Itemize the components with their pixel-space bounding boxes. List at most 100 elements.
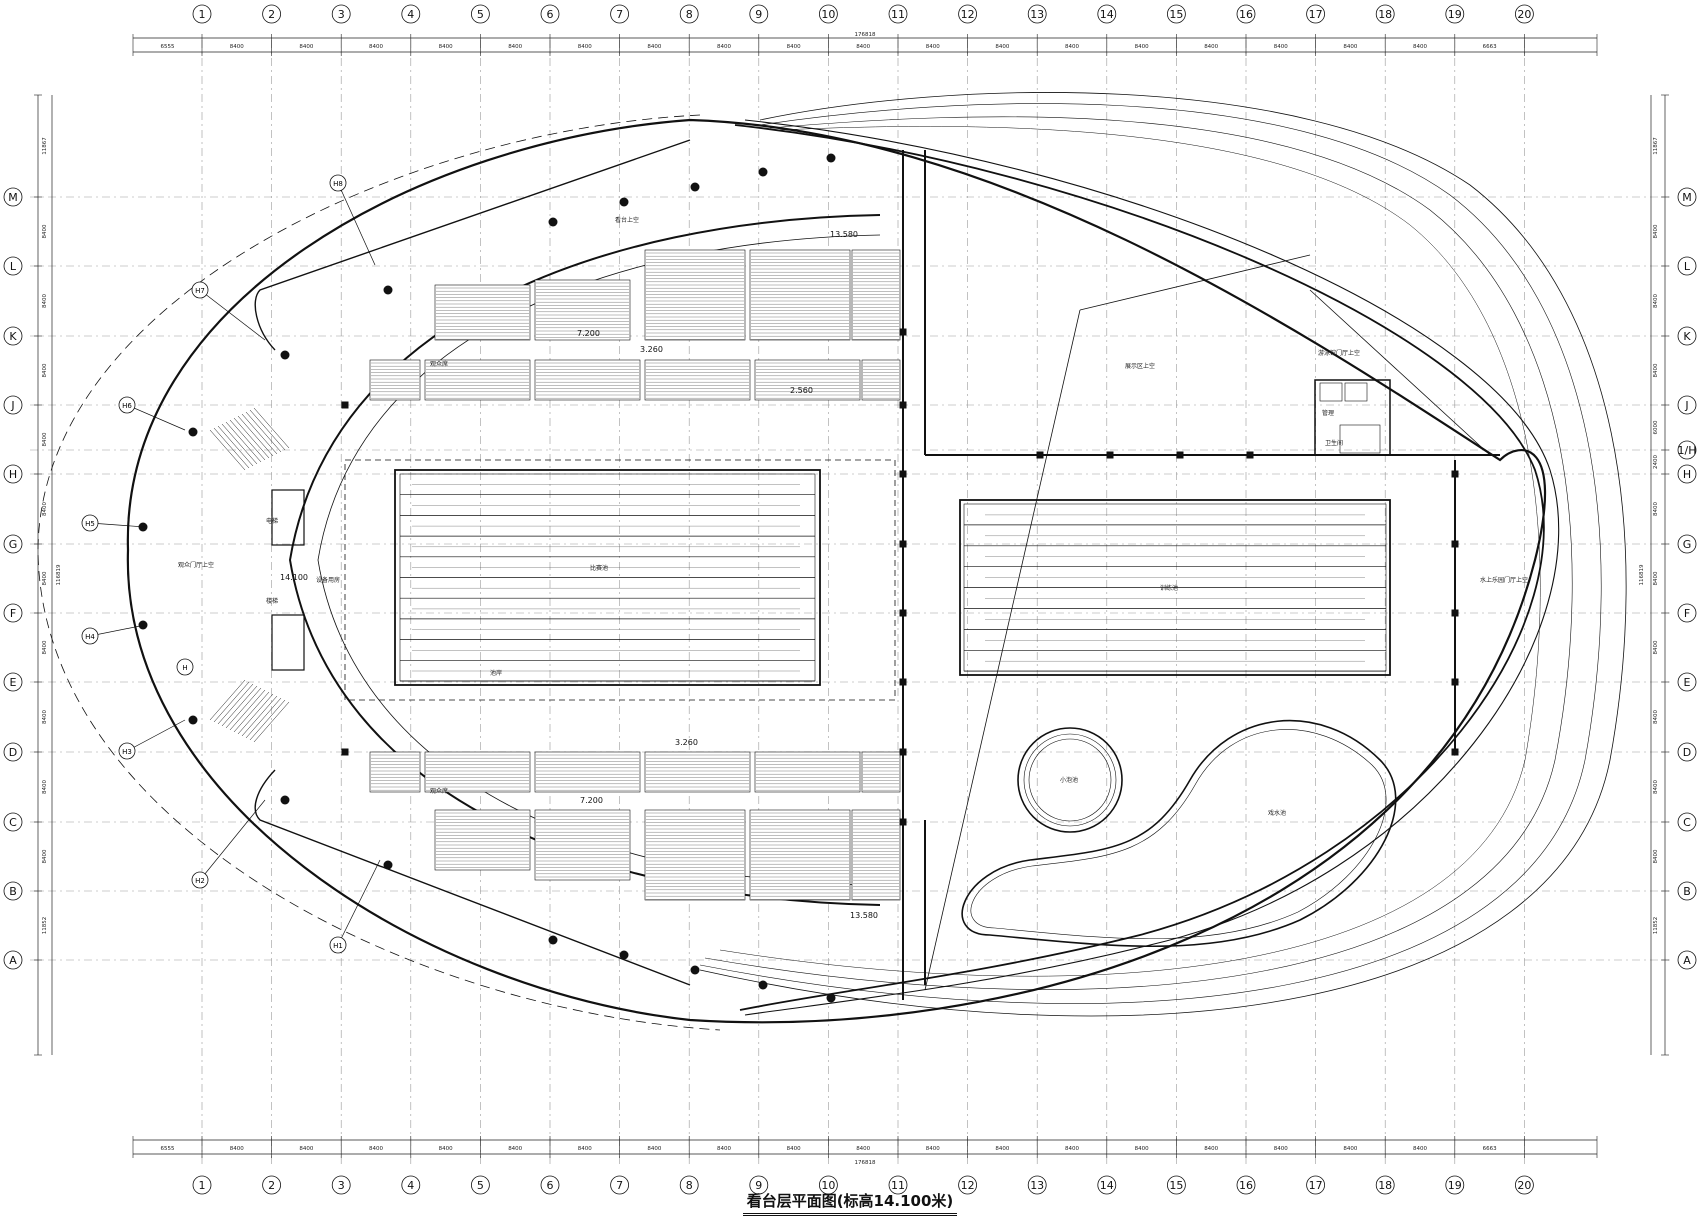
axis-label-col-16: 16 bbox=[1239, 8, 1253, 21]
dim-spacing: 8400 bbox=[230, 44, 244, 50]
axis-label-col-11: 11 bbox=[891, 1179, 905, 1192]
label-equipment: 设备用房 bbox=[316, 576, 340, 584]
drawing-title: 看台层平面图(标高14.100米) bbox=[0, 1190, 1700, 1216]
axis-bubble-row-L bbox=[3, 256, 23, 276]
axis-bubble-col-20 bbox=[1515, 4, 1534, 24]
dim-total-height: 116819 bbox=[56, 564, 62, 585]
seat-block bbox=[644, 751, 751, 793]
column-round bbox=[548, 217, 558, 227]
axis-bubble-col-13 bbox=[1027, 4, 1047, 24]
roof-outline-outer bbox=[699, 92, 1627, 1017]
column-square bbox=[1451, 470, 1459, 478]
axis-label-col-6: 6 bbox=[547, 8, 554, 21]
column-round bbox=[383, 860, 393, 870]
axis-bubble-row-H bbox=[1677, 464, 1697, 484]
dim-vertical: 8400 bbox=[42, 780, 48, 794]
axis-label-row-J: J bbox=[1684, 399, 1688, 412]
concourse-bottom bbox=[254, 769, 691, 986]
elev-lower-mid: 3.260 bbox=[675, 738, 698, 747]
seat-block bbox=[861, 359, 901, 401]
axis-bubble-col-18 bbox=[1375, 4, 1395, 24]
elev-lower-small: 7.200 bbox=[580, 796, 603, 805]
ellipse-band-b bbox=[744, 119, 1560, 1016]
seat-block bbox=[749, 249, 851, 341]
column-round bbox=[188, 715, 198, 725]
column-square bbox=[1036, 451, 1044, 459]
dim-spacing: 8400 bbox=[1065, 44, 1079, 50]
axis-label-row-1/H: 1/H bbox=[1678, 444, 1697, 457]
axis-label-col-13: 13 bbox=[1030, 8, 1044, 21]
label-lobby-void: 观众门厅上空 bbox=[178, 561, 214, 569]
concourse-top bbox=[254, 139, 691, 351]
seat-block bbox=[754, 359, 861, 401]
axis-label-col-19: 19 bbox=[1448, 8, 1462, 21]
axis-bubble-col-17 bbox=[1306, 1175, 1325, 1195]
seat-block bbox=[534, 809, 631, 881]
axis-label-col-20: 20 bbox=[1517, 1179, 1531, 1192]
seat-block bbox=[369, 751, 421, 793]
axis-bubble-col-20 bbox=[1515, 1175, 1534, 1195]
axis-bubble-col-15 bbox=[1167, 1175, 1186, 1195]
axis-label-row-E: E bbox=[1684, 676, 1691, 689]
dim-spacing: 8400 bbox=[856, 1146, 870, 1152]
axis-label-row-G: G bbox=[9, 538, 18, 551]
axis-bubble-row-G bbox=[1677, 534, 1697, 554]
dim-spacing: 6663 bbox=[1483, 1146, 1497, 1152]
dim-spacing: 8400 bbox=[787, 44, 801, 50]
dim-vertical: 8400 bbox=[42, 502, 48, 516]
dim-spacing: 8400 bbox=[1135, 44, 1149, 50]
dim-spacing: 8400 bbox=[299, 1146, 313, 1152]
elev-upper-top: 13.580 bbox=[830, 230, 858, 239]
axis-bubble-row-J bbox=[3, 395, 23, 415]
axis-label-row-H: H bbox=[1683, 468, 1691, 481]
axis-bubble-col-16 bbox=[1236, 1175, 1256, 1195]
callout-bubble bbox=[329, 936, 347, 954]
column-round bbox=[383, 285, 393, 295]
dim-spacing: 8400 bbox=[299, 44, 313, 50]
label-void-far-right: 水上乐园门厅上空 bbox=[1480, 576, 1528, 584]
dim-spacing: 8400 bbox=[995, 44, 1009, 50]
dim-spacing: 8400 bbox=[926, 1146, 940, 1152]
seat-block bbox=[424, 751, 531, 793]
axis-bubble-row-B bbox=[1677, 881, 1697, 901]
axis-bubble-col-15 bbox=[1167, 4, 1186, 24]
axis-label-col-7: 7 bbox=[616, 1179, 623, 1192]
axis-bubble-col-16 bbox=[1236, 4, 1256, 24]
column-square bbox=[1106, 451, 1114, 459]
axis-label-col-5: 5 bbox=[477, 8, 484, 21]
dim-vertical: 8400 bbox=[42, 363, 48, 377]
axis-label-row-M: M bbox=[1682, 191, 1692, 204]
axis-label-col-15: 15 bbox=[1169, 1179, 1183, 1192]
dim-spacing: 8400 bbox=[369, 44, 383, 50]
axis-label-col-5: 5 bbox=[477, 1179, 484, 1192]
axis-bubble-row-F bbox=[3, 603, 23, 623]
axis-label-col-6: 6 bbox=[547, 1179, 554, 1192]
shell-outer-dash bbox=[37, 114, 721, 1031]
diag-right-2 bbox=[1079, 254, 1311, 311]
dim-spacing: 8400 bbox=[926, 44, 940, 50]
axis-bubble-row-A bbox=[1677, 950, 1697, 970]
dim-vertical: 11867 bbox=[1653, 137, 1659, 155]
axis-bubble-row-E bbox=[3, 672, 23, 692]
dim-vertical: 2400 bbox=[1653, 455, 1659, 469]
main-pool bbox=[344, 459, 896, 701]
seat-block bbox=[534, 751, 641, 793]
axis-bubble-col-6 bbox=[540, 1175, 560, 1195]
seat-block bbox=[424, 359, 531, 401]
dim-total-width: 176818 bbox=[855, 32, 876, 38]
column-round bbox=[826, 153, 836, 163]
dim-spacing: 6555 bbox=[161, 44, 175, 50]
column-square bbox=[899, 401, 907, 409]
column-square bbox=[1451, 540, 1459, 548]
dim-spacing: 8400 bbox=[1343, 1146, 1357, 1152]
dimension-lines: 6555 8400 8400 8400 8400 8400 8400 8400 8400 8400… bbox=[34, 32, 1669, 1166]
axis-label-col-13: 13 bbox=[1030, 1179, 1044, 1192]
elev-lower-bottom: 13.580 bbox=[850, 911, 878, 920]
axis-label-col-3: 3 bbox=[338, 8, 345, 21]
dim-vertical: 8400 bbox=[42, 640, 48, 654]
room-labels: 比赛池 训练池 小泡池 戏水池 看台上空 展示区上空 游泳馆门厅上空 水上乐园门… bbox=[178, 216, 1528, 817]
training-pool bbox=[959, 499, 1391, 676]
callout-bubble bbox=[191, 871, 209, 889]
axis-label-col-10: 10 bbox=[821, 1179, 835, 1192]
axis-bubble-row-M bbox=[1677, 187, 1697, 207]
